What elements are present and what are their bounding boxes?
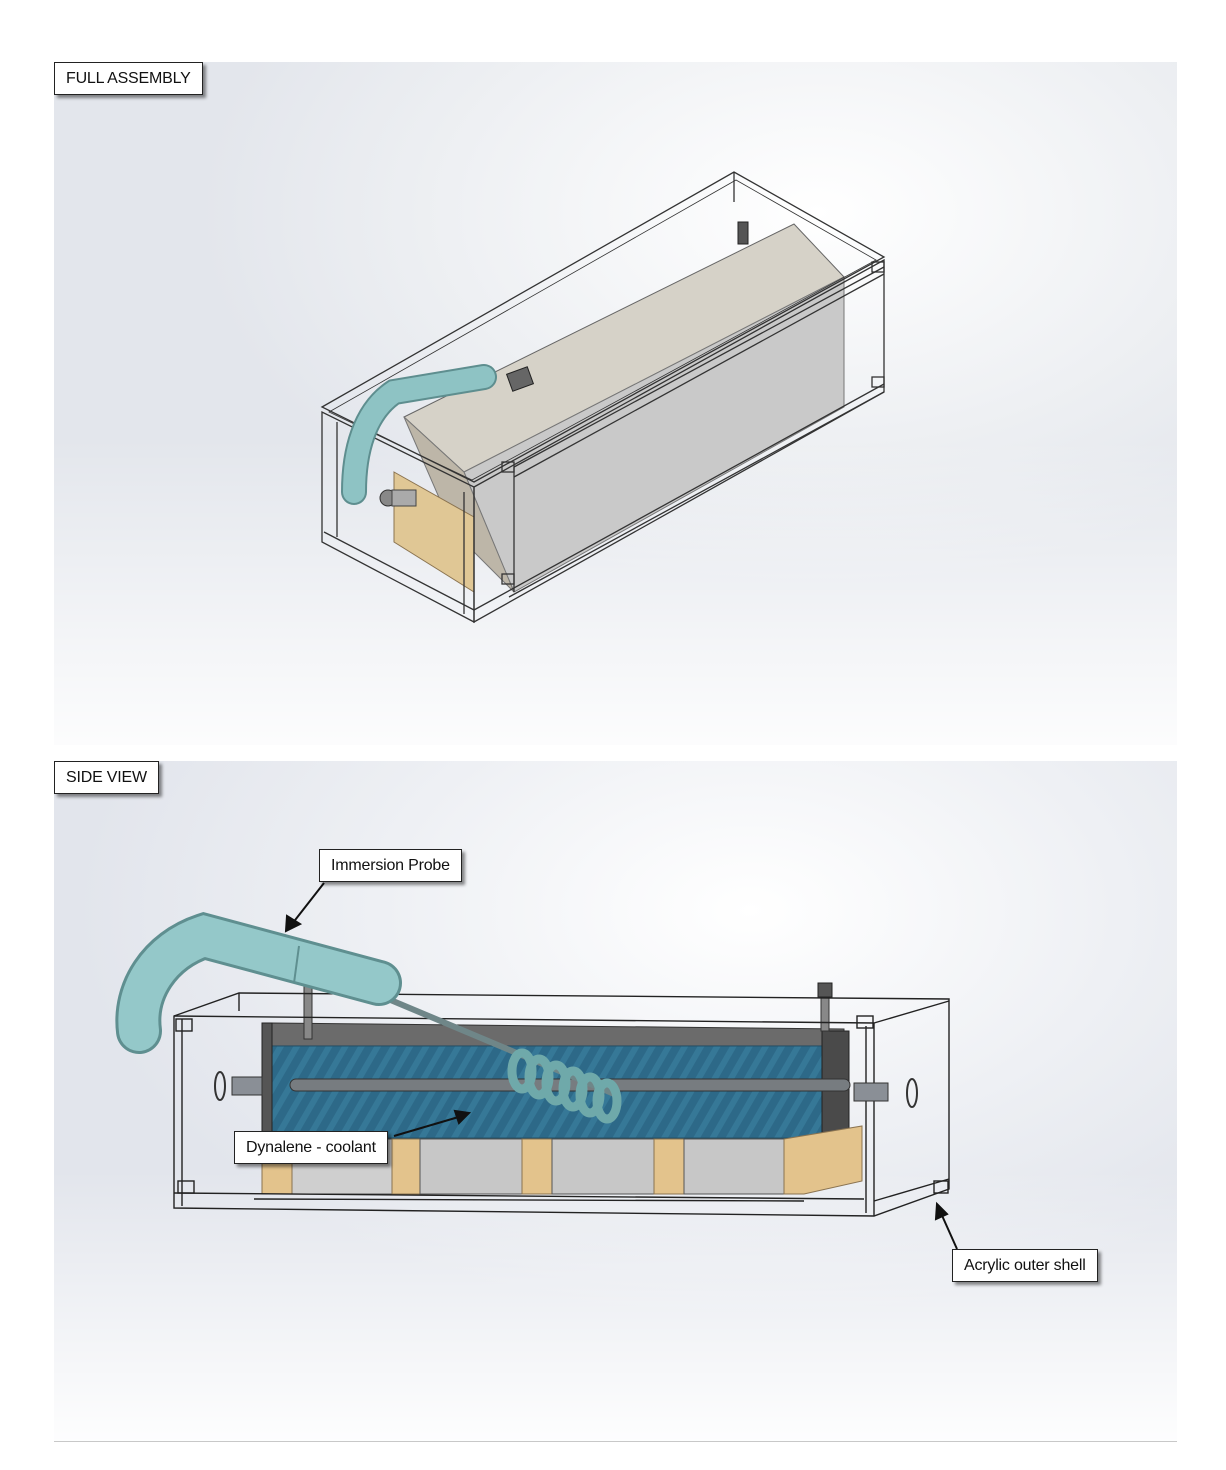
- fittings: [214, 1071, 918, 1108]
- callout-arrows: [284, 882, 958, 1250]
- acrylic-outer-shell: [173, 992, 950, 1217]
- immersion-probe-callout: Immersion Probe: [319, 849, 462, 882]
- side-view-panel: SIDE VIEW Immersion Probe Dynalene - coo…: [54, 761, 1177, 1442]
- panel-title: FULL ASSEMBLY: [54, 62, 203, 95]
- side-view-drawing: [115, 882, 958, 1250]
- fitting: [737, 221, 749, 245]
- panel-title: SIDE VIEW: [54, 761, 159, 794]
- acrylic-shell: [320, 171, 886, 624]
- full-assembly-panel: FULL ASSEMBLY: [54, 62, 1177, 745]
- outer-shell-callout: Acrylic outer shell: [952, 1249, 1098, 1282]
- immersion-probe: [115, 911, 622, 1124]
- full-assembly-drawing: [320, 171, 886, 624]
- coolant-callout: Dynalene - coolant: [234, 1131, 388, 1164]
